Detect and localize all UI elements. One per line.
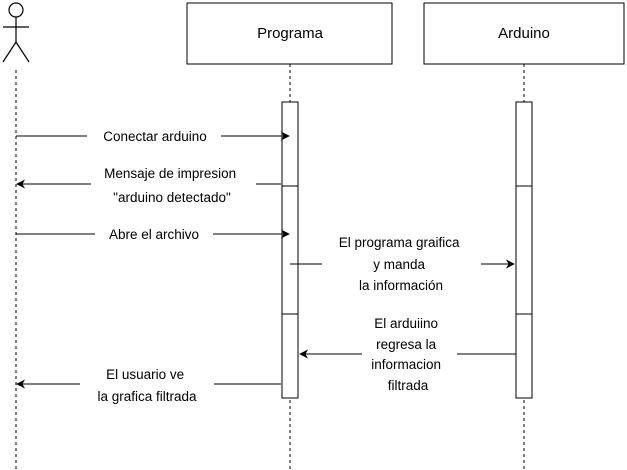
message-usuario-ve: El usuario ve la grafica filtrada bbox=[16, 367, 281, 404]
participant-programa: Programa bbox=[186, 2, 393, 65]
message-usuario-ve-label: El usuario ve la grafica filtrada bbox=[97, 367, 197, 404]
participant-programa-label: Programa bbox=[257, 25, 324, 42]
message-abre-archivo: Abre el archivo bbox=[16, 227, 290, 242]
message-programa-grafica-label: El programa graifica y manda la informac… bbox=[339, 235, 464, 293]
activation-arduino bbox=[515, 101, 533, 399]
message-programa-grafica: El programa graifica y manda la informac… bbox=[290, 235, 515, 293]
message-arduino-detectado-label: Mensaje de impresion "arduino detectado" bbox=[104, 166, 240, 205]
message-arduino-regresa-label: El arduiino regresa la informacion filtr… bbox=[371, 316, 445, 393]
participant-arduino: Arduino bbox=[423, 2, 625, 65]
message-conectar-arduino: Conectar arduino bbox=[16, 129, 290, 144]
message-arduino-regresa: El arduiino regresa la informacion filtr… bbox=[299, 316, 516, 393]
activation-programa bbox=[281, 101, 299, 399]
message-conectar-arduino-label: Conectar arduino bbox=[103, 129, 207, 144]
participant-arduino-label: Arduino bbox=[498, 25, 550, 42]
message-arduino-detectado: Mensaje de impresion "arduino detectado" bbox=[16, 166, 281, 205]
actor-user-icon bbox=[2, 2, 30, 63]
message-abre-archivo-label: Abre el archivo bbox=[109, 227, 199, 242]
